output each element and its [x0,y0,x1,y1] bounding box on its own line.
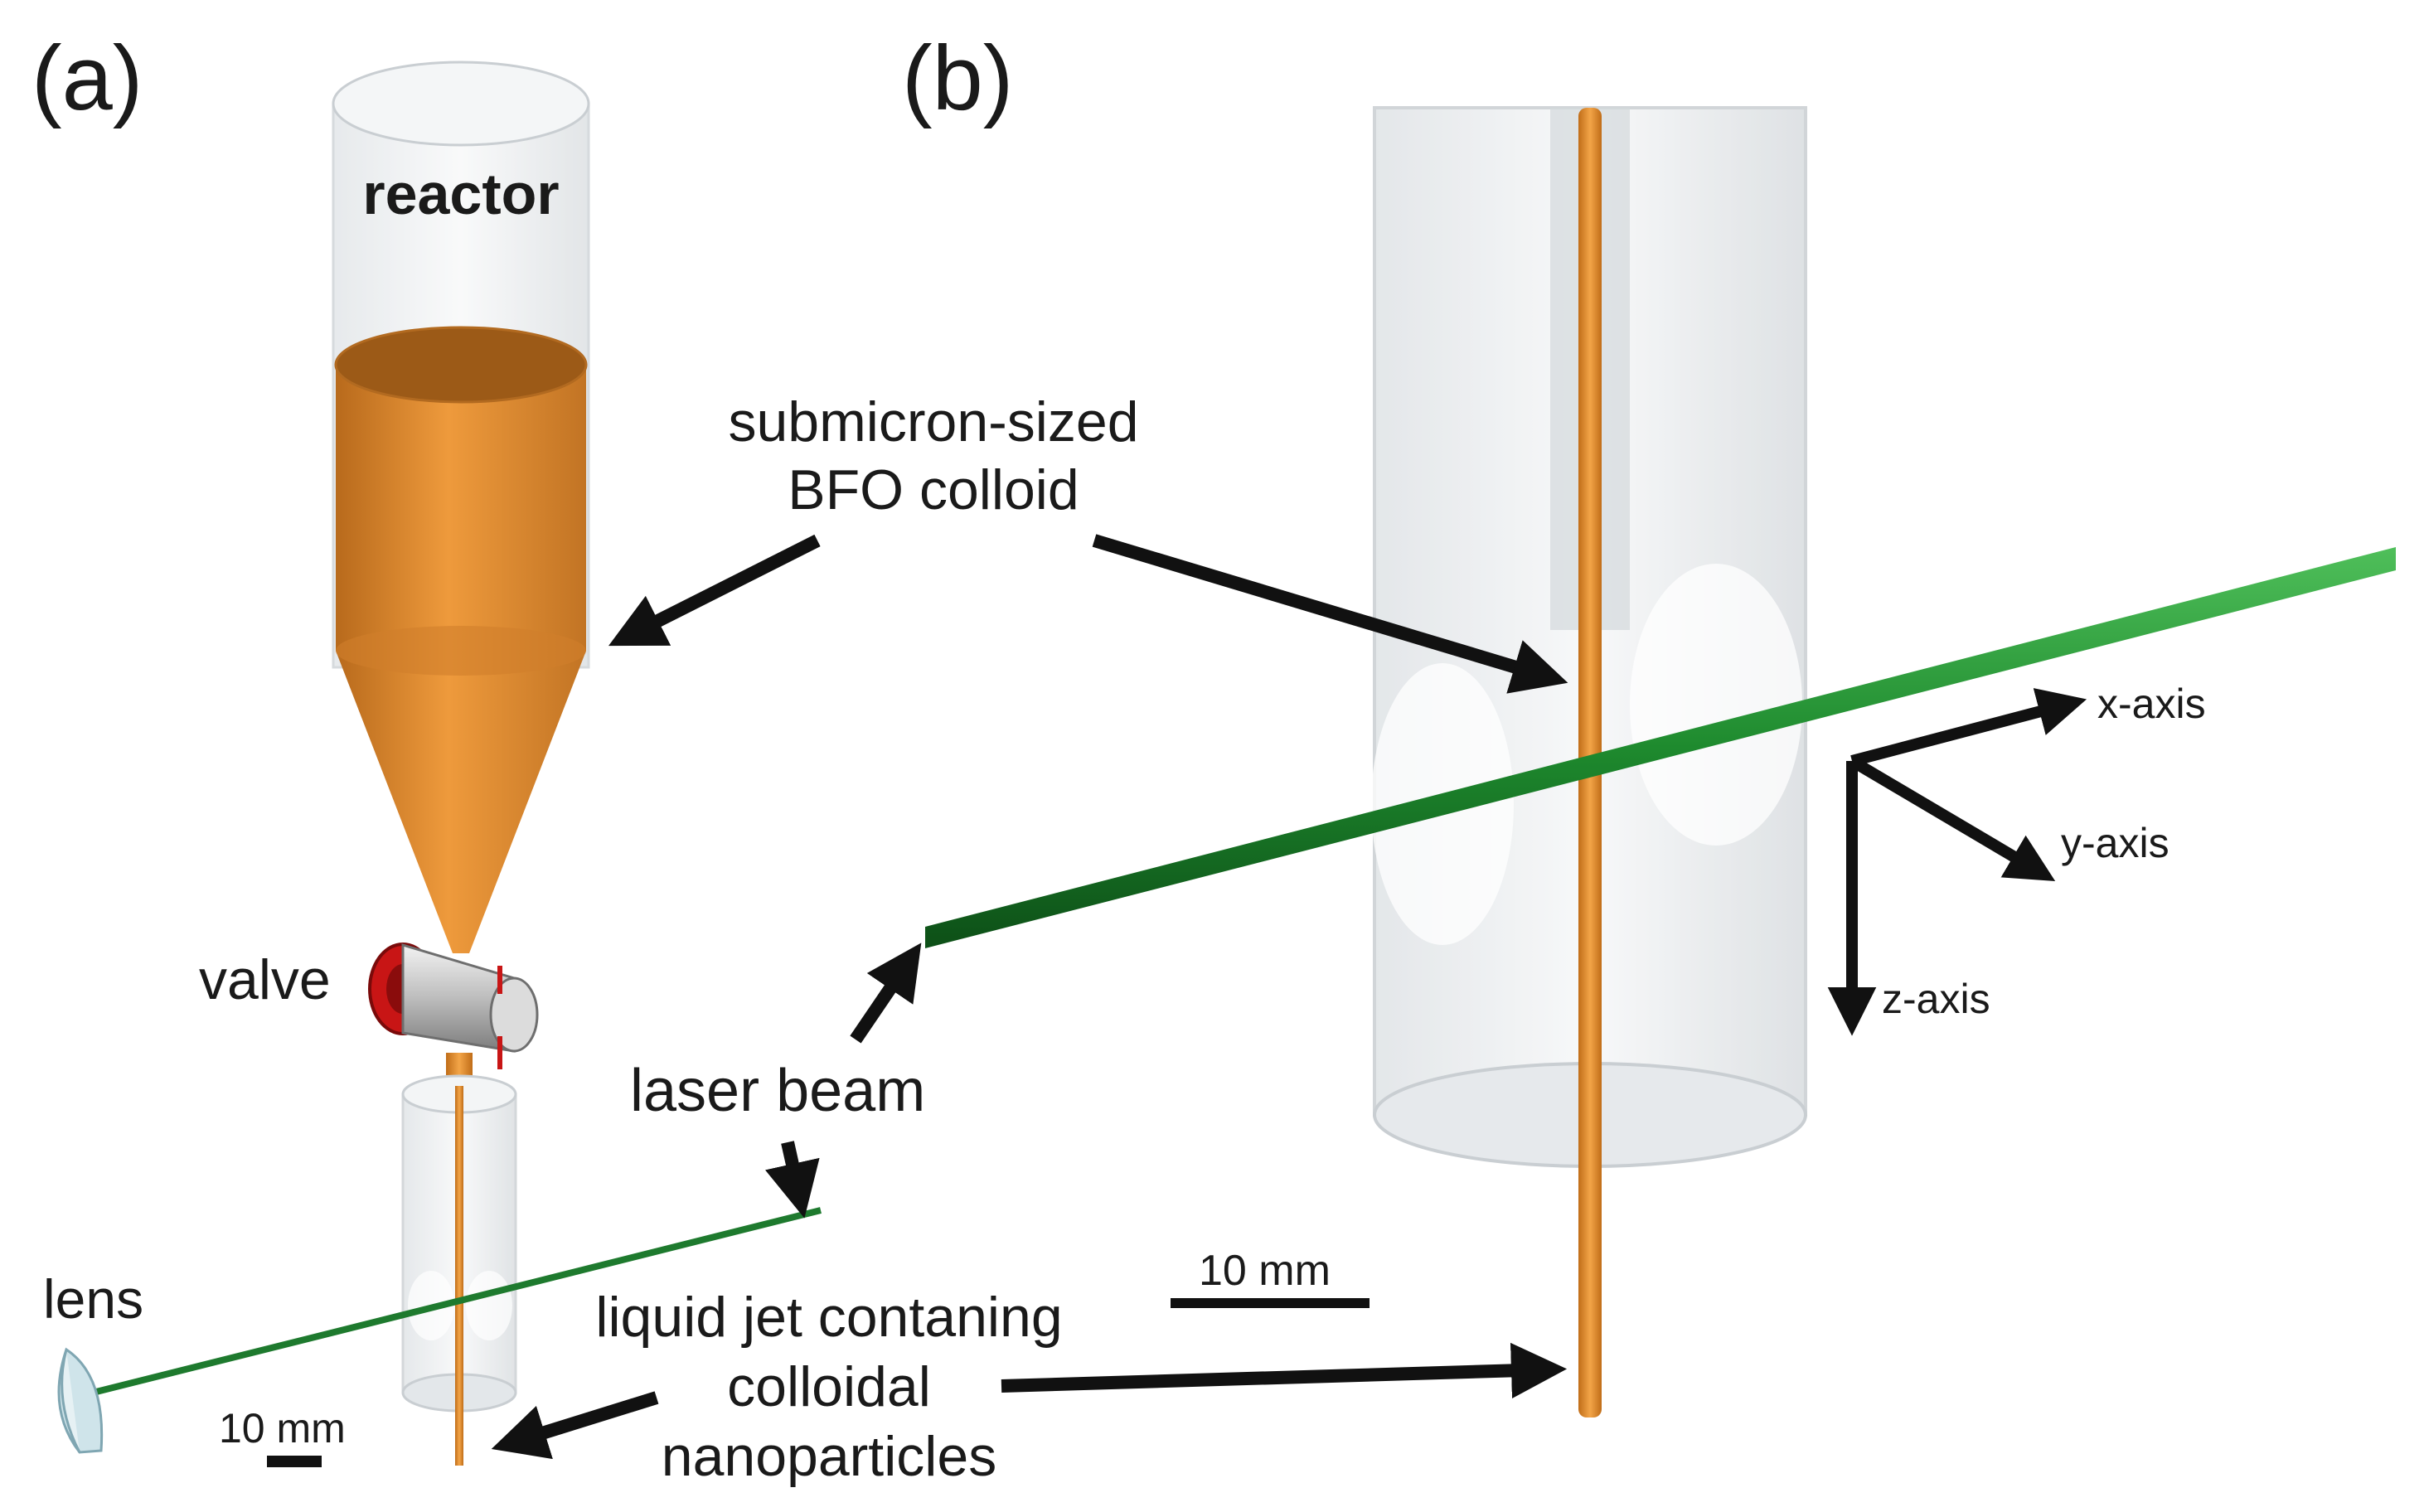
jet-label-line2: colloidal [727,1355,931,1418]
valve-label: valve [199,948,331,1011]
jet-annotation: liquid jet contaning colloidal nanoparti… [491,1286,1568,1488]
valve [368,943,539,1069]
panel-b-label: (b) [902,27,1013,129]
jet-label-line3: nanoparticles [662,1425,996,1488]
reactor-label: reactor [362,162,559,226]
scale-a-bar [267,1456,322,1467]
liquid-jet-a [455,1086,463,1466]
panel-a: (a) reactor valve [32,27,925,1467]
y-axis-label: y-axis [2061,820,2169,866]
colloid-arrow-b [1092,534,1568,694]
laser-beam-arrow-b [850,943,922,1044]
jet-arrow-b [1001,1342,1568,1399]
x-axis-label: x-axis [2097,681,2206,727]
scale-a-label: 10 mm [219,1405,346,1451]
colloid-label-line2: BFO colloid [788,458,1079,521]
laser-beam-b [925,547,2396,948]
coordinate-axes [1827,688,2087,1036]
panel-b: (b) x-axis y-axis z-axis 10 mm [902,27,2396,1418]
colloid-in-reactor [334,326,588,953]
laser-beam-a [59,1207,822,1404]
lens [57,1347,104,1454]
scale-b-bar [1171,1298,1370,1308]
colloid-arrow-a [608,534,821,647]
laser-beam-label: laser beam [630,1058,925,1124]
colloid-label-line1: submicron-sized [728,390,1138,453]
panel-a-label: (a) [32,27,143,129]
scale-b-label: 10 mm [1199,1247,1331,1295]
laser-beam-arrow-a [764,1141,820,1219]
lens-label: lens [43,1268,143,1330]
x-axis-arrow [1850,688,2087,767]
z-axis-label: z-axis [1882,976,1990,1022]
jet-label-line1: liquid jet contaning [595,1286,1062,1349]
colloid-annotation: submicron-sized BFO colloid [608,390,1568,694]
jet-arrow-a [491,1391,659,1460]
y-axis-arrow [1849,755,2056,881]
